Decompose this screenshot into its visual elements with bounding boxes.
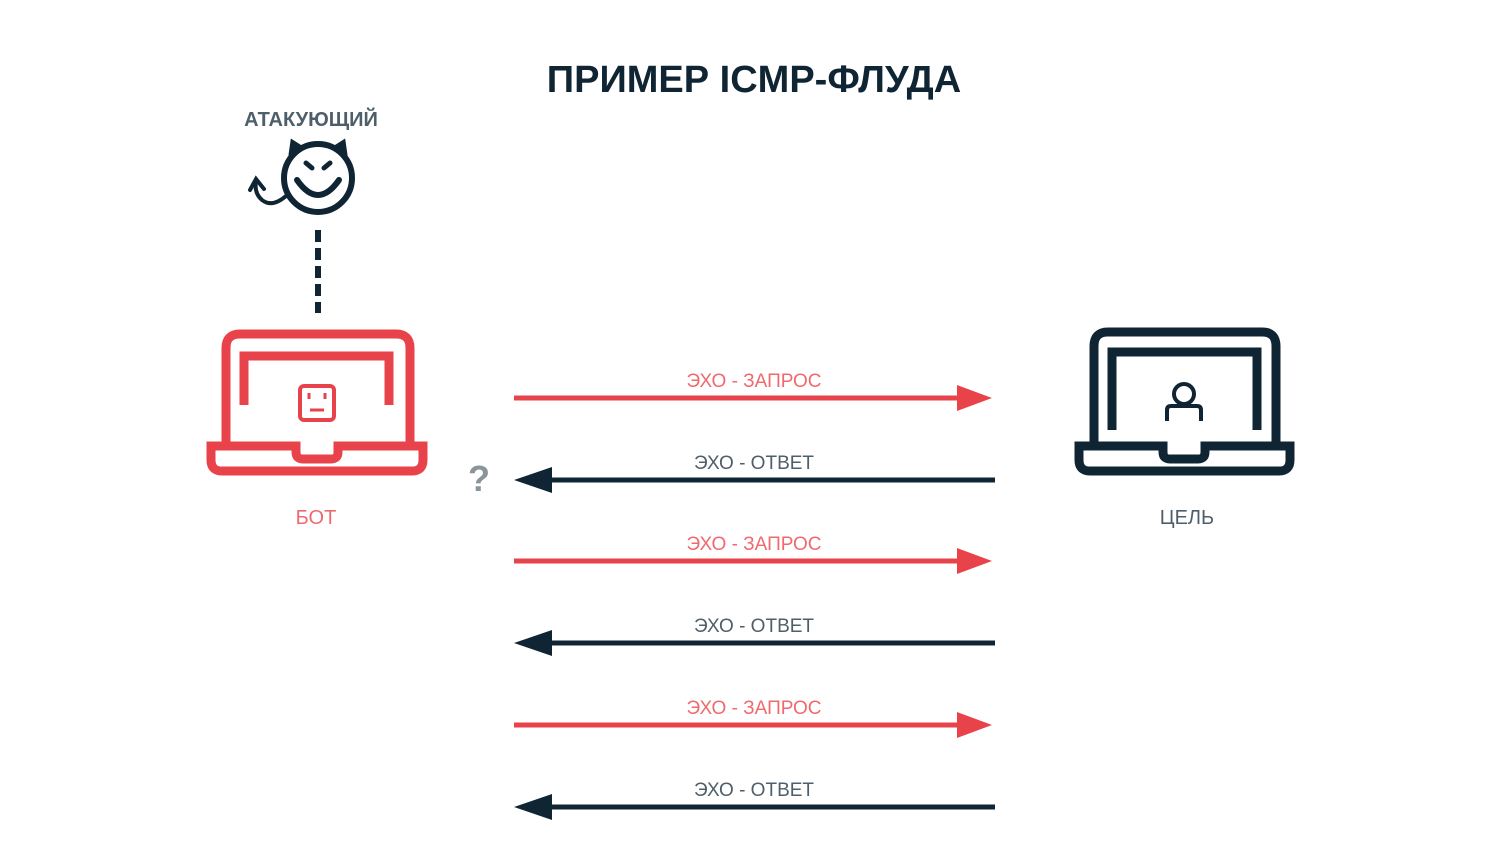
echo-request-arrow: ЭХО - ЗАПРОС — [514, 371, 992, 411]
echo-request-label: ЭХО - ЗАПРОС — [686, 534, 821, 555]
echo-reply-label: ЭХО - ОТВЕТ — [694, 616, 814, 637]
echo-reply-label: ЭХО - ОТВЕТ — [694, 453, 814, 474]
echo-request-arrow: ЭХО - ЗАПРОС — [514, 698, 992, 738]
echo-reply-arrow: ЭХО - ОТВЕТ — [514, 780, 995, 820]
attacker-label: АТАКУЮЩИЙ — [244, 107, 378, 131]
question-mark: ? — [468, 458, 490, 499]
devil-icon — [248, 138, 355, 215]
arrowhead-icon — [514, 630, 552, 656]
echo-reply-arrow: ЭХО - ОТВЕТ — [514, 453, 995, 493]
arrowhead-icon — [514, 467, 552, 493]
echo-request-label: ЭХО - ЗАПРОС — [686, 371, 821, 392]
echo-request-arrow: ЭХО - ЗАПРОС — [514, 534, 992, 574]
echo-request-label: ЭХО - ЗАПРОС — [686, 698, 821, 719]
arrowhead-icon — [957, 385, 992, 411]
echo-reply-label: ЭХО - ОТВЕТ — [694, 780, 814, 801]
diagram-title: ПРИМЕР ICMP-ФЛУДА — [547, 59, 961, 101]
echo-reply-arrow: ЭХО - ОТВЕТ — [514, 616, 995, 656]
arrowhead-icon — [957, 712, 992, 738]
target-label: ЦЕЛЬ — [1160, 507, 1214, 529]
bot-label: БОТ — [296, 507, 337, 529]
target-laptop-icon — [1074, 327, 1295, 476]
arrowhead-icon — [514, 794, 552, 820]
arrowhead-icon — [957, 548, 992, 574]
bot-laptop-icon — [206, 329, 428, 476]
